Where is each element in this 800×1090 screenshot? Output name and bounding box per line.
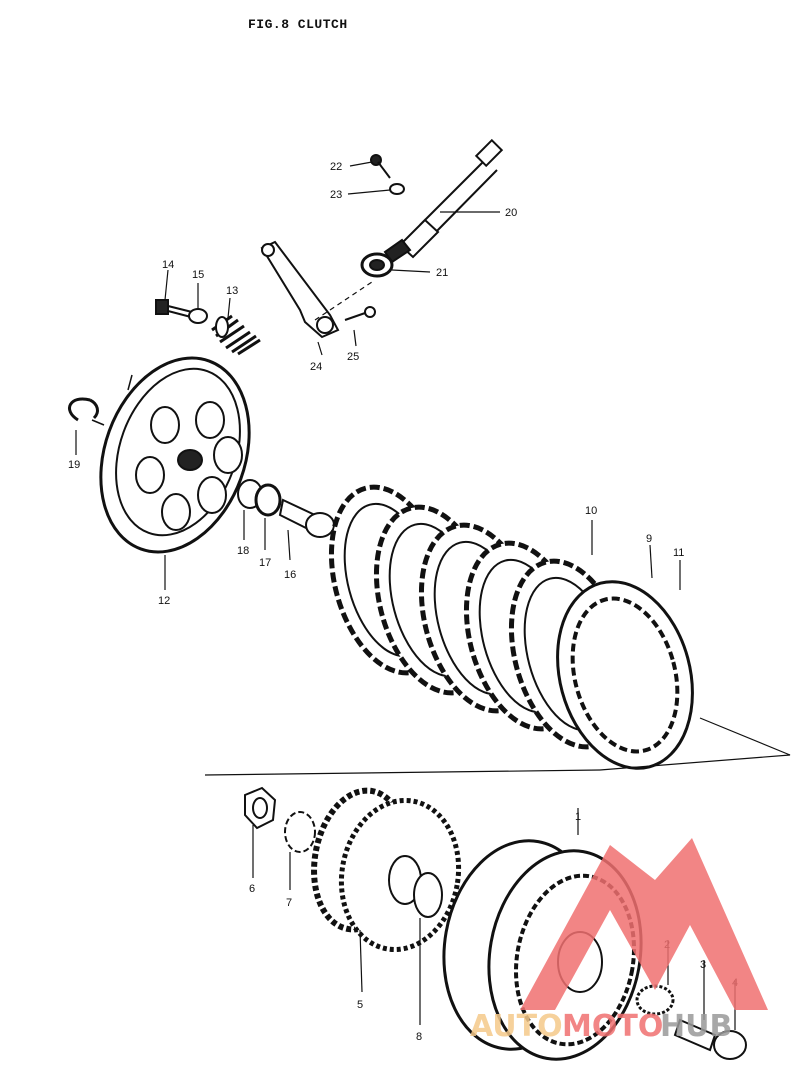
- label-23: 23: [330, 189, 342, 201]
- label-20: 20: [505, 207, 517, 219]
- label-24: 24: [310, 361, 322, 373]
- label-12: 12: [158, 595, 170, 607]
- release-rod: [383, 138, 504, 264]
- watermark-text-auto: AUTO: [470, 1009, 563, 1044]
- label-22: 22: [330, 161, 342, 173]
- circlip-19: [68, 397, 99, 422]
- watermark-text-moto: MOTO: [562, 1009, 663, 1044]
- label-18: 18: [237, 545, 249, 557]
- label-15: 15: [192, 269, 204, 281]
- clutch-plate-stack: [328, 484, 694, 770]
- watermark-logo: AUTO MOTO HUB: [470, 838, 768, 1044]
- label-8: 8: [416, 1031, 422, 1043]
- clutch-spring-13: [211, 314, 261, 356]
- bolt-25: [344, 306, 376, 321]
- oil-seal-21: [360, 252, 394, 278]
- screw-22: [370, 154, 391, 179]
- watermark-text-hub: HUB: [660, 1009, 732, 1044]
- label-13: 13: [226, 285, 238, 297]
- label-11: 11: [673, 547, 684, 559]
- label-3: 3: [700, 959, 706, 971]
- label-7: 7: [286, 897, 292, 909]
- label-10: 10: [585, 505, 597, 517]
- label-9: 9: [646, 533, 652, 545]
- nut-6: [244, 786, 277, 830]
- washer-23: [389, 183, 405, 195]
- pressure-plate-12: [99, 356, 251, 554]
- figure-title: FIG.8 CLUTCH: [248, 17, 348, 32]
- thrust-washer-4: [713, 1030, 747, 1060]
- bearing-17: [254, 483, 282, 517]
- label-16: 16: [284, 569, 296, 581]
- label-25: 25: [347, 351, 359, 363]
- bolt-14: [155, 299, 193, 318]
- push-piece-16: [278, 498, 335, 538]
- watermark-triangle-icon: [520, 838, 768, 1010]
- spacer-3: [673, 1018, 717, 1052]
- label-17: 17: [259, 557, 271, 569]
- label-6: 6: [249, 883, 255, 895]
- label-5: 5: [357, 999, 363, 1011]
- release-lever-24: [260, 240, 340, 339]
- washer-15: [188, 308, 208, 324]
- spacer-8: [413, 872, 443, 918]
- label-1: 1: [575, 811, 581, 823]
- label-14: 14: [162, 259, 174, 271]
- lock-washer-7: [284, 811, 316, 853]
- label-19: 19: [68, 459, 80, 471]
- label-21: 21: [436, 267, 448, 279]
